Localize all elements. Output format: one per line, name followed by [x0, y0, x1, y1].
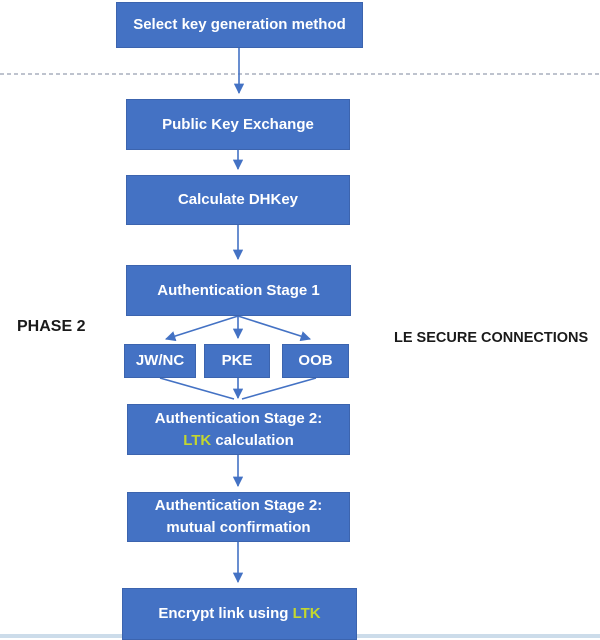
node-label: JW/NC: [135, 352, 185, 369]
node-label-pre: Encrypt link using: [158, 605, 293, 622]
node-label: PKE: [221, 352, 253, 369]
node-label: Select key generation method: [133, 16, 346, 33]
node-calculate-dhkey: Calculate DHKey: [126, 175, 350, 225]
node-label: Encrypt link using LTK: [158, 603, 320, 625]
node-label: OOB: [298, 352, 333, 369]
node-oob: OOB: [282, 344, 349, 378]
node-label-line1: Authentication Stage 2:: [154, 497, 323, 514]
node-authentication-stage-2-mutual-confirmation: Authentication Stage 2: mutual confirmat…: [127, 492, 350, 542]
node-label-line1: Authentication Stage 2:: [154, 409, 323, 427]
node-jw-nc: JW/NC: [124, 344, 196, 378]
arrow-auth1-to-jwnc: [165, 315, 239, 342]
arrow-auth1-to-oob: [237, 315, 311, 342]
node-authentication-stage-2-ltk-calculation: Authentication Stage 2: LTK calculation: [127, 404, 350, 455]
node-authentication-stage-1: Authentication Stage 1: [126, 265, 351, 316]
node-label-line2: mutual confirmation: [166, 519, 311, 536]
node-encrypt-link-using-ltk: Encrypt link using LTK: [122, 588, 357, 640]
phase-2-label: PHASE 2: [17, 318, 86, 335]
node-label: Public Key Exchange: [162, 115, 314, 133]
ltk-highlight: LTK: [183, 431, 212, 449]
line-oob-to-auth2: [241, 377, 317, 400]
node-label: Calculate DHKey: [177, 191, 299, 208]
line-jwnc-to-auth2: [159, 377, 235, 400]
node-public-key-exchange: Public Key Exchange: [126, 99, 350, 150]
node-label-line2: LTK calculation: [183, 430, 294, 452]
node-select-key-generation-method: Select key generation method: [116, 2, 363, 48]
node-label-line2-rest: calculation: [211, 431, 294, 449]
node-label: Authentication Stage 1: [157, 281, 320, 299]
le-secure-connections-label: LE SECURE CONNECTIONS: [394, 330, 589, 346]
node-pke: PKE: [204, 344, 270, 378]
ltk-highlight: LTK: [292, 605, 321, 622]
